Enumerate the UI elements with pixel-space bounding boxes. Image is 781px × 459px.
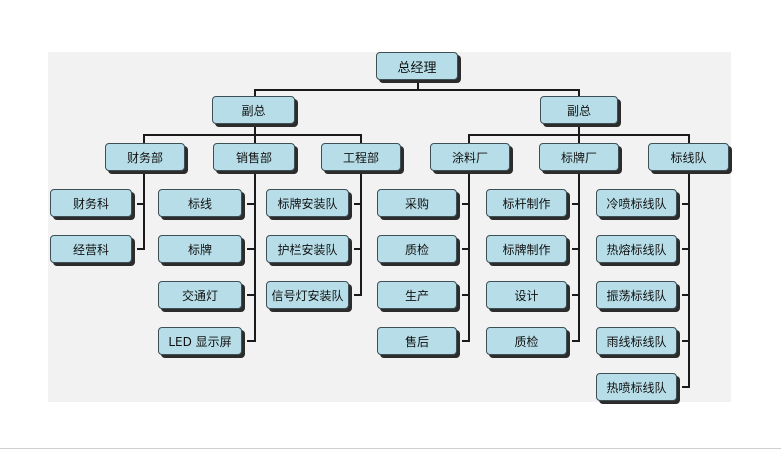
node-unit-sales-signs: 标牌 xyxy=(158,235,242,263)
node-unit-hot-melt-team: 热熔标线队 xyxy=(596,235,677,263)
bottom-divider xyxy=(0,448,781,449)
node-unit-hot-spray-team: 热喷标线队 xyxy=(596,373,677,401)
node-unit-signal-install-team: 信号灯安装队 xyxy=(266,281,349,309)
node-unit-guardrail-install-team: 护栏安装队 xyxy=(266,235,349,263)
node-unit-finance-section: 财务科 xyxy=(50,189,132,217)
node-unit-coating-purchasing: 采购 xyxy=(377,189,457,217)
node-unit-sales-traffic-light: 交通灯 xyxy=(158,281,242,309)
node-unit-sign-fabrication: 标牌制作 xyxy=(486,235,567,263)
node-unit-business-section: 经营科 xyxy=(50,235,132,263)
node-deputy-right: 副总 xyxy=(540,96,618,124)
node-unit-sales-marking: 标线 xyxy=(158,189,242,217)
connector-lines xyxy=(137,82,690,388)
node-unit-sign-qc: 质检 xyxy=(486,327,567,355)
node-dept-marking-team: 标线队 xyxy=(648,143,729,171)
node-unit-sales-led-display: LED 显示屏 xyxy=(158,327,242,355)
node-unit-coating-qc: 质检 xyxy=(377,235,457,263)
node-deputy-left: 副总 xyxy=(212,96,295,124)
node-unit-design: 设计 xyxy=(486,281,567,309)
node-dept-finance: 财务部 xyxy=(105,143,185,171)
node-unit-coating-after-sales: 售后 xyxy=(377,327,457,355)
node-unit-vibration-team: 振荡标线队 xyxy=(596,281,677,309)
org-chart-panel: 总经理 副总 副总 财务部 销售部 工程部 涂料厂 标牌厂 标线队 财务科 经营… xyxy=(48,52,731,402)
node-dept-coating: 涂料厂 xyxy=(430,143,510,171)
node-general-manager: 总经理 xyxy=(376,52,458,80)
node-dept-sign-factory: 标牌厂 xyxy=(539,143,619,171)
node-dept-engineering: 工程部 xyxy=(321,143,401,171)
node-dept-sales: 销售部 xyxy=(213,143,295,171)
node-unit-pole-fabrication: 标杆制作 xyxy=(486,189,567,217)
node-unit-sign-install-team: 标牌安装队 xyxy=(266,189,349,217)
node-unit-rain-line-team: 雨线标线队 xyxy=(596,327,677,355)
node-unit-cold-spray-team: 冷喷标线队 xyxy=(596,189,677,217)
node-unit-coating-production: 生产 xyxy=(377,281,457,309)
